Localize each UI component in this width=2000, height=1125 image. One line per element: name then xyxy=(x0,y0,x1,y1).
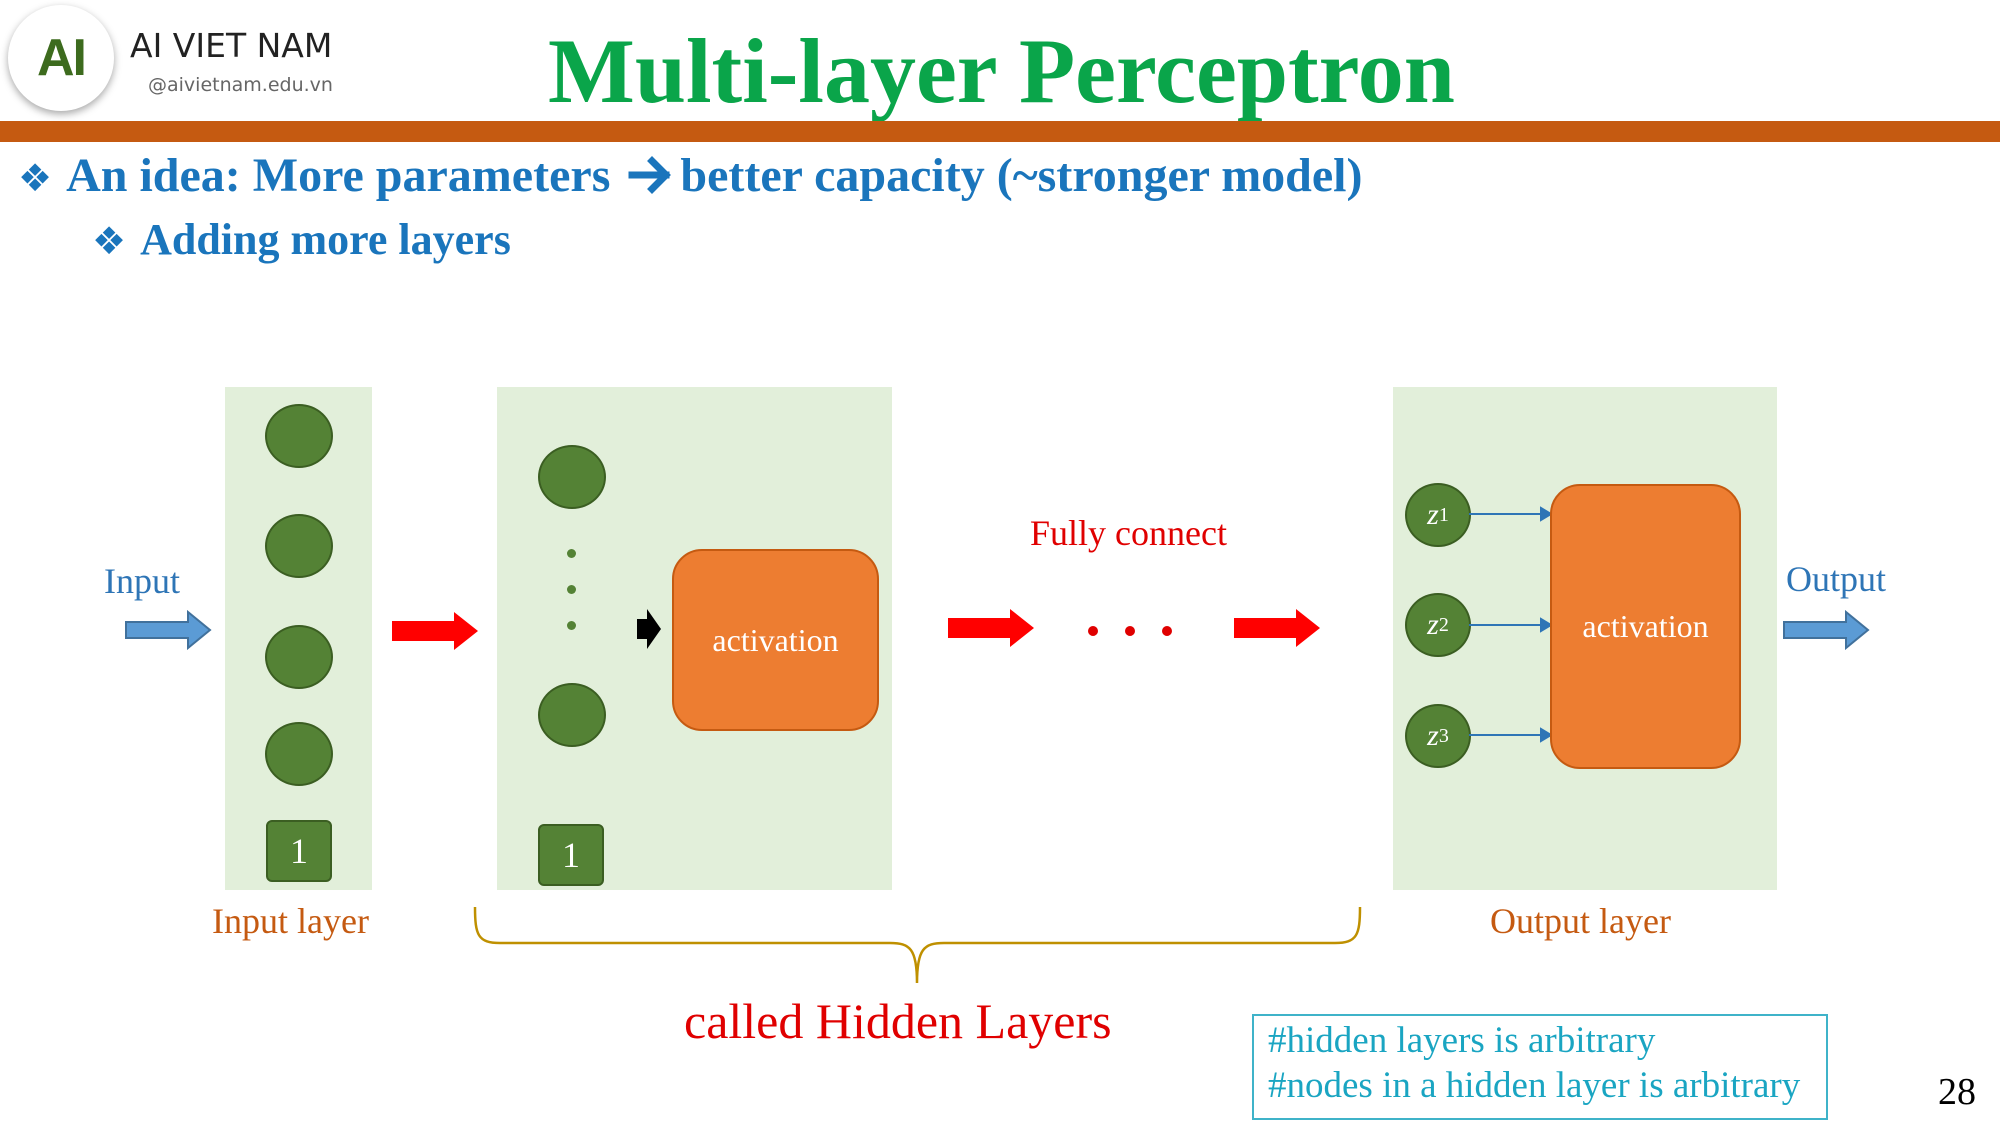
note-line-2: #nodes in a hidden layer is arbitrary xyxy=(1268,1065,1801,1106)
z-sub: 3 xyxy=(1438,724,1449,747)
input-node xyxy=(265,404,333,468)
hidden-node xyxy=(538,683,606,747)
output-activation-box: activation xyxy=(1550,484,1741,769)
z-sub: 2 xyxy=(1438,613,1449,636)
black-arrow-icon xyxy=(637,609,661,649)
ellipsis-dot xyxy=(1162,626,1172,636)
ellipsis-dot xyxy=(1088,626,1098,636)
page-number: 28 xyxy=(1938,1071,1976,1113)
arrow-right-icon xyxy=(628,156,672,194)
diamond-bullet-icon: ❖ xyxy=(18,156,53,200)
hidden-activation-box: activation xyxy=(672,549,879,731)
slide-title: Multi-layer Perceptron xyxy=(548,20,1455,122)
vertical-ellipsis-dot xyxy=(567,621,576,630)
brand-name: AI VIET NAM xyxy=(130,26,333,65)
hidden-layers-label: called Hidden Layers xyxy=(684,993,1112,1049)
bullet1-text-after: better capacity (~stronger model) xyxy=(680,149,1363,202)
z-var: z xyxy=(1427,608,1439,641)
input-layer-label: Input layer xyxy=(212,901,369,941)
note-line-1: #hidden layers is arbitrary xyxy=(1268,1020,1656,1061)
vertical-ellipsis-dot xyxy=(567,549,576,558)
input-node xyxy=(265,625,333,689)
diamond-bullet-icon: ❖ xyxy=(92,219,127,263)
input-node xyxy=(265,514,333,578)
z-var: z xyxy=(1427,719,1439,752)
node-connectors xyxy=(1469,506,1553,743)
flow-arrow xyxy=(1234,609,1320,647)
flow-arrow xyxy=(392,612,478,650)
hidden-layer-panel: 1 activation xyxy=(497,387,892,890)
flow-arrow xyxy=(948,609,1034,647)
bullet-level2: ❖ Adding more layers xyxy=(92,214,511,265)
note-box: #hidden layers is arbitrary #nodes in a … xyxy=(1252,1014,1828,1120)
z-var: z xyxy=(1427,498,1439,531)
input-label: Input xyxy=(104,561,180,601)
bullet1-text-before: An idea: More parameters xyxy=(66,149,611,202)
brand-url: @aivietnam.edu.vn xyxy=(148,74,333,96)
ellipsis-dot xyxy=(1125,626,1135,636)
logo-mark: AI xyxy=(37,29,87,87)
hidden-layers-brace xyxy=(473,906,1362,984)
vertical-ellipsis-dot xyxy=(567,585,576,594)
input-arrow xyxy=(125,610,212,650)
bullet2-text: Adding more layers xyxy=(140,215,511,264)
bias-node: 1 xyxy=(266,820,332,882)
hidden-node xyxy=(538,445,606,509)
bias-node: 1 xyxy=(538,824,604,886)
output-arrow xyxy=(1783,610,1870,650)
z-sub: 1 xyxy=(1438,503,1449,526)
logo: AI xyxy=(8,5,114,111)
bullet-level1: ❖ An idea: More parameters better capacit… xyxy=(18,148,1363,203)
input-layer-panel: 1 xyxy=(225,387,372,890)
header-divider xyxy=(0,121,2000,142)
output-label: Output xyxy=(1786,559,1887,599)
output-layer-label: Output layer xyxy=(1490,901,1671,941)
input-node xyxy=(265,722,333,786)
fully-connect-label: Fully connect xyxy=(1030,513,1227,553)
